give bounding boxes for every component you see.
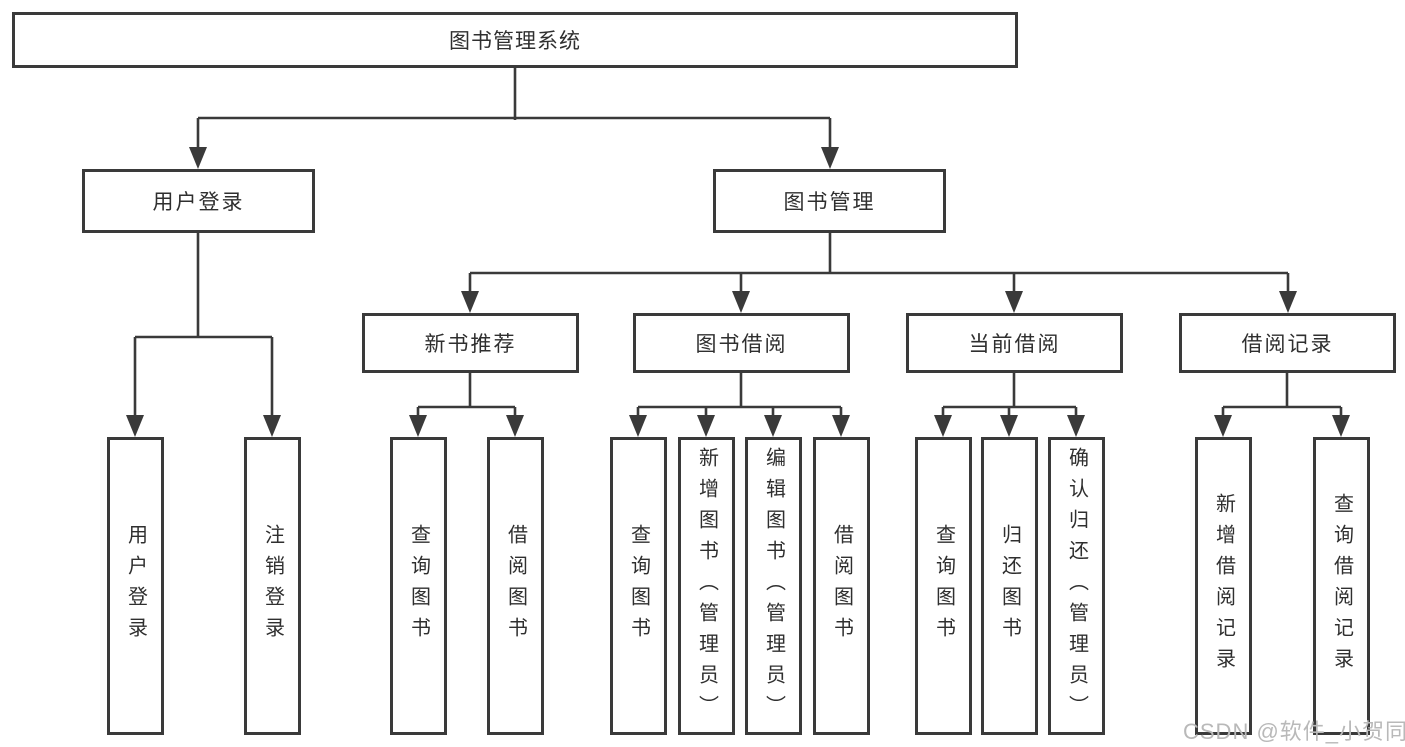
node-label: 图书管理系统 — [449, 30, 581, 53]
arrow-down-icon — [1067, 415, 1085, 437]
node-label: 借阅记录 — [1241, 333, 1334, 356]
leaf-label: 借阅图书 — [830, 524, 853, 648]
arrow-down-icon — [697, 415, 715, 437]
arrow-down-icon — [821, 147, 839, 169]
node-label: 图书借阅 — [695, 333, 788, 356]
leaf-label: 确认归还（管理员） — [1065, 446, 1088, 726]
node-book-borrow: 图书借阅 — [633, 313, 850, 373]
leaf-query-books-borrow: 查询图书 — [610, 437, 667, 735]
arrow-down-icon — [1332, 415, 1350, 437]
node-user-login: 用户登录 — [82, 169, 315, 233]
leaf-label: 归还图书 — [998, 524, 1021, 648]
leaf-label: 查询图书 — [407, 524, 430, 648]
arrow-down-icon — [189, 147, 207, 169]
arrow-down-icon — [934, 415, 952, 437]
arrow-down-icon — [1279, 291, 1297, 313]
leaf-label: 新增图书（管理员） — [695, 446, 718, 726]
node-current-borrow: 当前借阅 — [906, 313, 1123, 373]
leaf-label: 查询图书 — [627, 524, 650, 648]
leaf-label: 新增借阅记录 — [1212, 493, 1235, 679]
arrow-down-icon — [126, 415, 144, 437]
arrow-down-icon — [506, 415, 524, 437]
leaf-add-borrow-record: 新增借阅记录 — [1195, 437, 1252, 735]
arrow-down-icon — [764, 415, 782, 437]
arrow-down-icon — [1000, 415, 1018, 437]
leaf-confirm-return-admin: 确认归还（管理员） — [1048, 437, 1105, 735]
arrow-down-icon — [409, 415, 427, 437]
leaf-query-borrow-record: 查询借阅记录 — [1313, 437, 1370, 735]
leaf-user-login: 用户登录 — [107, 437, 164, 735]
leaf-query-books-current: 查询图书 — [915, 437, 972, 735]
leaf-label: 编辑图书（管理员） — [762, 446, 785, 726]
leaf-add-book-admin: 新增图书（管理员） — [678, 437, 735, 735]
arrow-down-icon — [832, 415, 850, 437]
leaf-logout: 注销登录 — [244, 437, 301, 735]
node-label: 当前借阅 — [968, 333, 1061, 356]
arrow-down-icon — [629, 415, 647, 437]
arrow-down-icon — [1214, 415, 1232, 437]
node-borrow-records: 借阅记录 — [1179, 313, 1396, 373]
node-label: 图书管理 — [783, 191, 876, 214]
leaf-label: 查询借阅记录 — [1330, 493, 1353, 679]
node-label: 新书推荐 — [424, 333, 517, 356]
arrow-down-icon — [263, 415, 281, 437]
arrow-down-icon — [461, 291, 479, 313]
node-new-book-recommend: 新书推荐 — [362, 313, 579, 373]
leaf-query-books-recommend: 查询图书 — [390, 437, 447, 735]
leaf-edit-book-admin: 编辑图书（管理员） — [745, 437, 802, 735]
leaf-borrow-books-recommend: 借阅图书 — [487, 437, 544, 735]
node-book-management: 图书管理 — [713, 169, 946, 233]
leaf-label: 用户登录 — [124, 524, 147, 648]
arrow-down-icon — [732, 291, 750, 313]
arrow-down-icon — [1005, 291, 1023, 313]
leaf-borrow-books: 借阅图书 — [813, 437, 870, 735]
leaf-label: 注销登录 — [261, 524, 284, 648]
node-label: 用户登录 — [152, 191, 245, 214]
node-root-system: 图书管理系统 — [12, 12, 1018, 68]
leaf-return-book: 归还图书 — [981, 437, 1038, 735]
watermark: CSDN @软件_小贺同学 — [1183, 719, 1405, 744]
leaf-label: 查询图书 — [932, 524, 955, 648]
leaf-label: 借阅图书 — [504, 524, 527, 648]
